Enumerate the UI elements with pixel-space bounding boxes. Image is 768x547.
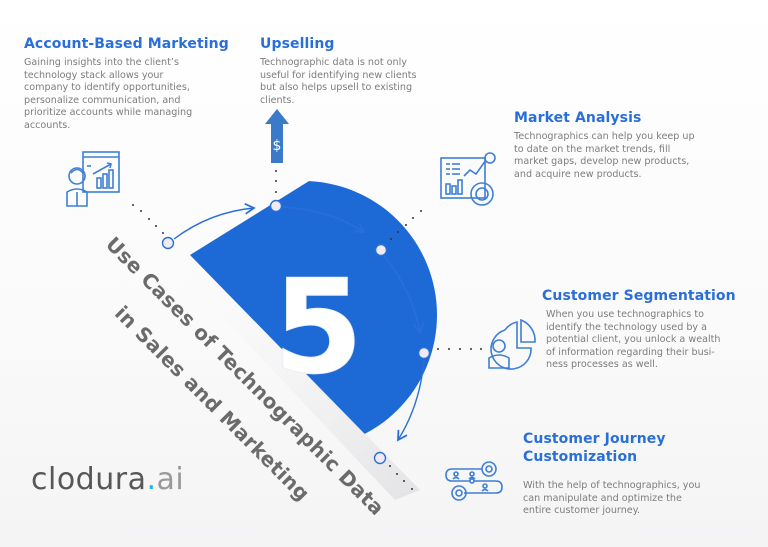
use-case-title: Customer Journey Customization [523,431,666,465]
customer-journey-icon [445,461,503,501]
use-case-title: Upselling [260,36,335,52]
pie-chart-person-icon [488,318,536,370]
diagonal-shadow [150,240,420,500]
logo-suffix: ai [156,462,185,497]
cycle-nodes [161,199,431,465]
use-case-description: When you use technographics to identify … [546,309,721,371]
use-case-description: Gaining insights into the client’s techn… [24,57,193,131]
use-case-account-based-marketing: Account-Based Marketing Gaining insights… [24,35,254,133]
logo-dot: . [146,462,157,497]
arc-1-to-2 [173,202,256,240]
use-case-description: Technographics can help you keep up to d… [514,131,695,180]
node-2 [269,199,283,213]
node-4 [417,346,431,360]
svg-text:$: $ [273,138,282,154]
dotted-connectors [132,170,482,490]
use-case-description: Technographic data is not only useful fo… [260,57,417,106]
use-case-customer-journey: Customer Journey Customization With the … [523,430,753,518]
dollar-up-arrow-icon: $ [265,109,289,163]
presentation-person-icon [66,151,120,207]
number-five: 5 [273,251,363,403]
node-3 [374,243,388,257]
node-1 [161,236,175,250]
logo-name: clodura [31,462,147,497]
arc-3-to-4 [383,255,425,334]
node-5 [373,451,387,465]
use-case-title: Account-Based Marketing [24,36,229,52]
arc-2-to-3 [282,206,366,233]
market-analytics-icon [440,152,496,206]
use-case-customer-segmentation: Customer Segmentation When you use techn… [542,287,762,372]
use-case-title: Customer Segmentation [542,288,736,304]
use-case-description: With the help of technographics, you can… [523,480,701,517]
use-case-market-analysis: Market Analysis Technographics can help … [514,109,744,181]
use-case-title: Market Analysis [514,110,642,126]
clodura-logo: clodura.ai [31,462,184,497]
arc-4-to-5 [397,359,425,442]
use-case-upselling: Upselling Technographic data is not only… [260,35,460,107]
